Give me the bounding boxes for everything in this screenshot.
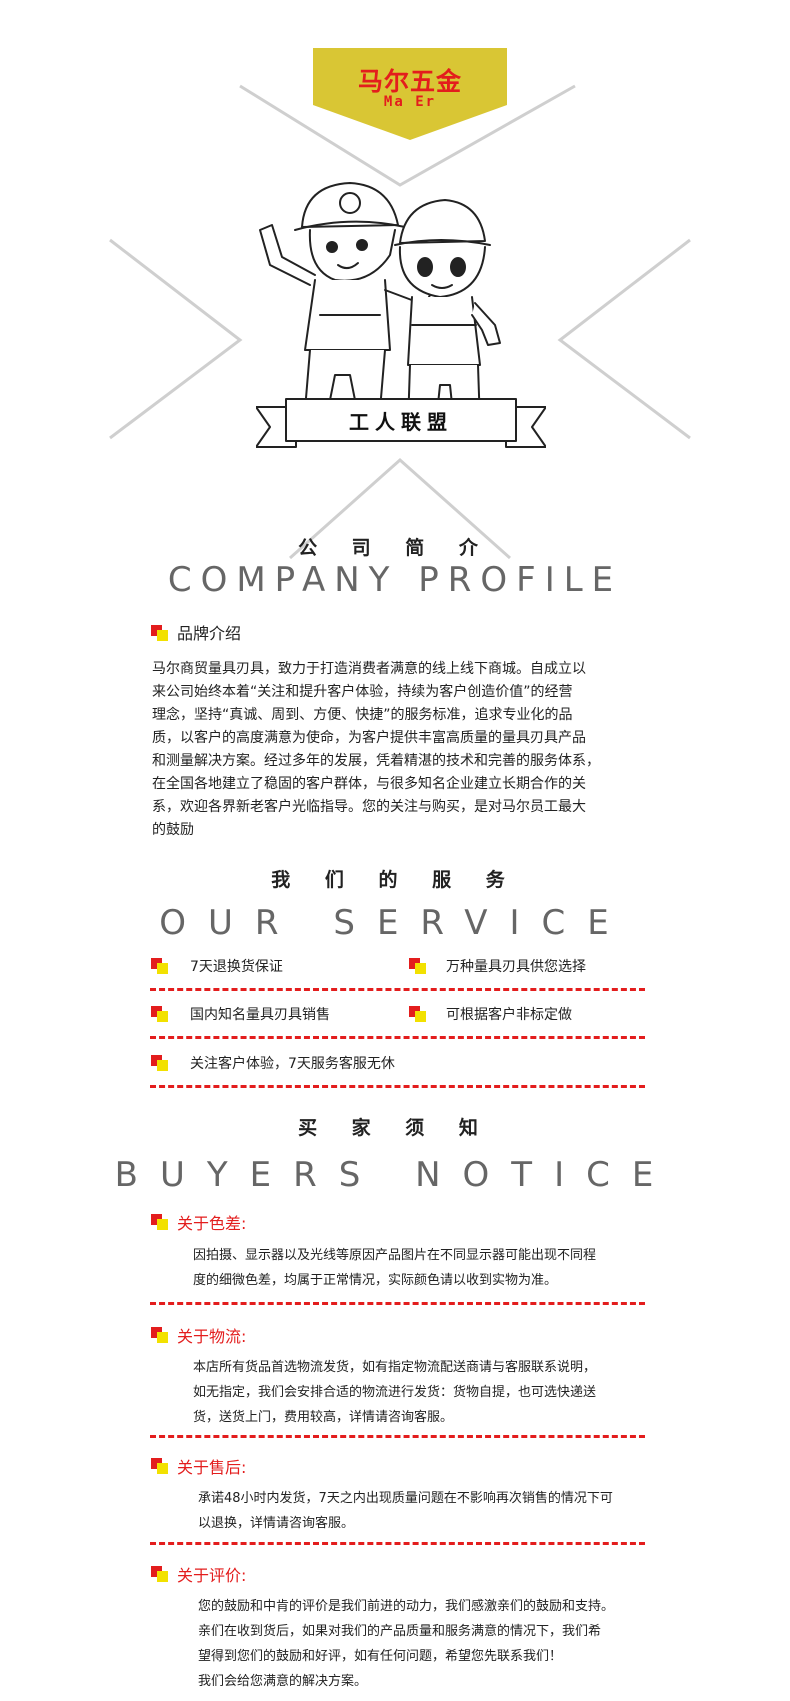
notice-line: 承诺48小时内发货，7天之内出现质量问题在不影响再次销售的情况下可 <box>198 1491 613 1506</box>
dashed-divider <box>150 1302 645 1305</box>
buyers-notice-title-en: BUYERS NOTICE <box>114 1155 676 1195</box>
red-yellow-square-bullet-icon <box>151 1055 169 1071</box>
company-profile-title-cn: 公 司 简 介 <box>298 537 492 559</box>
dashed-divider <box>150 1036 645 1039</box>
ribbon-banner <box>256 398 546 448</box>
notice-label-color-difference: 关于色差: <box>177 1214 247 1233</box>
profile-line: 的鼓励 <box>152 822 194 838</box>
red-yellow-square-bullet-icon <box>151 958 169 974</box>
notice-line: 亲们在收到货后，如果对我们的产品质量和服务满意的情况下，我们希 <box>198 1624 602 1639</box>
brand-intro-label: 品牌介绍 <box>177 624 242 643</box>
red-yellow-square-bullet-icon <box>151 1006 169 1022</box>
company-profile-title-en: COMPANY PROFILE <box>167 560 623 600</box>
profile-line: 来公司始终本着“关注和提升客户体验，持续为客户创造价值”的经营 <box>152 684 573 700</box>
our-service-title-cn: 我 们 的 服 务 <box>271 869 519 891</box>
notice-label-logistics: 关于物流: <box>177 1327 247 1346</box>
notice-text-color-difference: 因拍摄、显示器以及光线等原因产品图片在不同显示器可能出现不同程 度的细微色差，均… <box>193 1243 653 1293</box>
red-yellow-square-bullet-icon <box>151 1214 169 1230</box>
profile-line: 理念，坚持“真诚、周到、方便、快捷”的服务标准，追求专业化的品 <box>152 707 573 723</box>
notice-line: 望得到您们的鼓励和好评，如有任何问题，希望您先联系我们！ <box>198 1649 563 1664</box>
brand-name-cn: 马尔五金 <box>357 67 462 96</box>
ribbon-text: 工人联盟 <box>349 410 453 434</box>
notice-label-after-sales: 关于售后: <box>177 1458 247 1477</box>
red-yellow-square-bullet-icon <box>151 1327 169 1343</box>
brand-name-en: Ma Er <box>383 94 437 110</box>
dashed-divider <box>150 1085 645 1088</box>
notice-line: 如无指定，我们会安排合适的物流进行发货：货物自提，也可选快递送 <box>193 1385 597 1400</box>
notice-line: 因拍摄、显示器以及光线等原因产品图片在不同显示器可能出现不同程 <box>193 1248 597 1263</box>
profile-line: 质，以客户的高度满意为使命，为客户提供丰富高质量的量具刃具产品 <box>152 730 586 746</box>
red-yellow-square-bullet-icon <box>151 625 169 641</box>
brand-banner: 马尔五金 Ma Er <box>313 48 507 140</box>
company-profile-text: 马尔商贸量具刃具，致力于打造消费者满意的线上线下商城。自成立以 来公司始终本着“… <box>152 658 672 842</box>
notice-line: 您的鼓励和中肯的评价是我们前进的动力，我们感激亲们的鼓励和支持。 <box>198 1599 615 1614</box>
profile-line: 马尔商贸量具刃具，致力于打造消费者满意的线上线下商城。自成立以 <box>152 661 586 677</box>
profile-line: 和测量解决方案。经过多年的发展，凭着精湛的技术和完善的服务体系， <box>152 753 600 769</box>
service-item: 可根据客户非标定做 <box>446 1007 572 1023</box>
service-item: 万种量具刃具供您选择 <box>446 959 586 975</box>
service-item: 国内知名量具刃具销售 <box>190 1007 330 1023</box>
dashed-divider <box>150 1542 645 1545</box>
notice-label-reviews: 关于评价: <box>177 1566 247 1585</box>
red-yellow-square-bullet-icon <box>151 1566 169 1582</box>
notice-line: 我们会给您满意的解决方案。 <box>198 1674 368 1689</box>
notice-text-after-sales: 承诺48小时内发货，7天之内出现质量问题在不影响再次销售的情况下可 以退换，详情… <box>198 1486 658 1536</box>
profile-line: 系，欢迎各界新老客户光临指导。您的关注与购买，是对马尔员工最大 <box>152 799 586 815</box>
notice-line: 本店所有货品首选物流发货，如有指定物流配送商请与客服联系说明， <box>193 1360 597 1375</box>
dashed-divider <box>150 1435 645 1438</box>
profile-line: 在全国各地建立了稳固的客户群体，与很多知名企业建立长期合作的关 <box>152 776 586 792</box>
notice-line: 货，送货上门，费用较高，详情请咨询客服。 <box>193 1410 454 1425</box>
red-yellow-square-bullet-icon <box>151 1458 169 1474</box>
red-yellow-square-bullet-icon <box>409 1006 427 1022</box>
our-service-title-en: OUR SERVICE <box>159 903 631 943</box>
notice-line: 度的细微色差，均属于正常情况，实际颜色请以收到实物为准。 <box>193 1273 558 1288</box>
service-item: 7天退换货保证 <box>190 959 283 975</box>
dashed-divider <box>150 988 645 991</box>
notice-line: 以退换，详情请咨询客服。 <box>198 1516 355 1531</box>
buyers-notice-title-cn: 买 家 须 知 <box>298 1117 492 1139</box>
decorative-line-frame <box>109 84 691 560</box>
notice-text-reviews: 您的鼓励和中肯的评价是我们前进的动力，我们感激亲们的鼓励和支持。 亲们在收到货后… <box>198 1594 668 1694</box>
service-item: 关注客户体验，7天服务客服无休 <box>190 1056 395 1072</box>
notice-text-logistics: 本店所有货品首选物流发货，如有指定物流配送商请与客服联系说明， 如无指定，我们会… <box>193 1355 653 1430</box>
red-yellow-square-bullet-icon <box>409 958 427 974</box>
